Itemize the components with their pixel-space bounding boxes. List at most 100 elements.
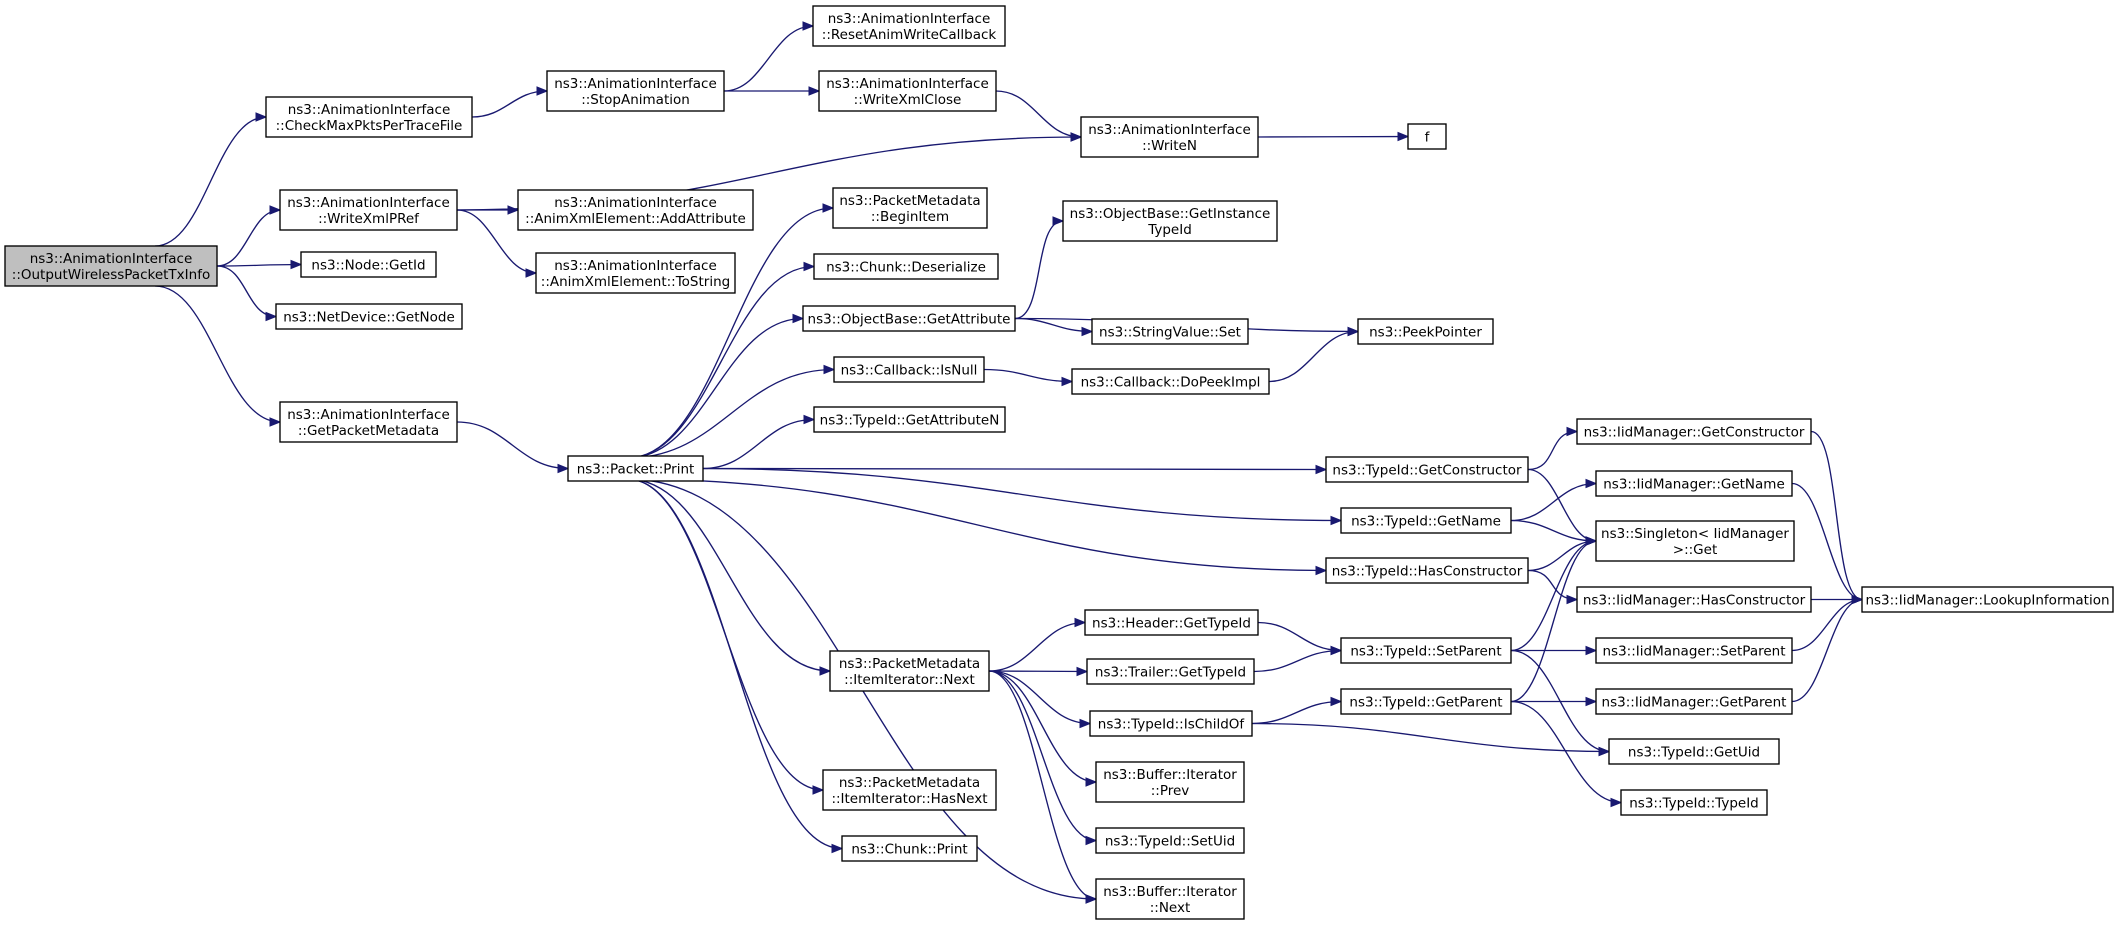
node-stringvalueset[interactable]: ns3::StringValue::Set (1091, 318, 1249, 345)
node-tid-getname[interactable]: ns3::TypeId::GetName (1340, 507, 1512, 534)
node-box-writen[interactable] (1080, 116, 1259, 158)
arrowhead-root-to-netdevgetnode (265, 311, 278, 322)
edge-packetprint-to-tid-getconstructor (702, 467, 1327, 471)
node-box-callbackisnull[interactable] (833, 356, 985, 383)
node-headergettypeid[interactable]: ns3::Header::GetTypeId (1084, 609, 1259, 636)
node-box-stopanimation[interactable] (546, 70, 725, 112)
node-box-buffernext[interactable] (1095, 878, 1245, 920)
node-tid-setuid[interactable]: ns3::TypeId::SetUid (1095, 827, 1245, 854)
node-dopeekimpl[interactable]: ns3::Callback::DoPeekImpl (1071, 368, 1270, 395)
node-box-tid-ischildof[interactable] (1089, 710, 1253, 737)
node-box-tid-setuid[interactable] (1095, 827, 1245, 854)
node-box-packetprint[interactable] (567, 455, 704, 482)
node-nodegetid[interactable]: ns3::Node::GetId (300, 251, 437, 278)
node-box-getpacketmetadata[interactable] (279, 401, 458, 443)
node-box-stringvalueset[interactable] (1091, 318, 1249, 345)
node-packetprint[interactable]: ns3::Packet::Print (567, 455, 704, 482)
node-label-tid-getconstructor-0: ns3::TypeId::GetConstructor (1332, 463, 1522, 479)
node-box-dopeekimpl[interactable] (1071, 368, 1270, 395)
node-bufferprev[interactable]: ns3::Buffer::Iterator::Prev (1095, 761, 1245, 803)
node-box-tid-typeid[interactable] (1620, 789, 1768, 816)
node-tid-getparent[interactable]: ns3::TypeId::GetParent (1340, 688, 1512, 715)
node-box-netdevgetnode[interactable] (275, 303, 463, 330)
node-chunkprint[interactable]: ns3::Chunk::Print (841, 835, 978, 862)
node-box-singletonget[interactable] (1595, 520, 1795, 562)
node-box-tid-getparent[interactable] (1340, 688, 1512, 715)
node-f[interactable]: f (1407, 123, 1447, 150)
node-box-getattribute[interactable] (802, 305, 1016, 332)
node-box-lookupinformation[interactable] (1861, 586, 2114, 613)
node-box-chunkdeserialize[interactable] (813, 253, 999, 280)
node-box-tid-getname[interactable] (1340, 507, 1512, 534)
edge-itemnext-to-bufferprev (988, 670, 1097, 783)
node-iid-getconstructor[interactable]: ns3::IidManager::GetConstructor (1576, 418, 1812, 445)
node-iid-hasconstructor[interactable]: ns3::IidManager::HasConstructor (1576, 586, 1812, 613)
node-iid-setparent[interactable]: ns3::IidManager::SetParent (1595, 637, 1793, 664)
node-getattributen[interactable]: ns3::TypeId::GetAttributeN (813, 406, 1006, 433)
node-tostring[interactable]: ns3::AnimationInterface::AnimXmlElement:… (535, 252, 736, 294)
node-root[interactable]: ns3::AnimationInterface::OutputWirelessP… (4, 245, 218, 287)
node-peekpointer[interactable]: ns3::PeekPointer (1357, 318, 1494, 345)
node-callbackisnull[interactable]: ns3::Callback::IsNull (833, 356, 985, 383)
node-writexmlpref[interactable]: ns3::AnimationInterface::WriteXmlPRef (279, 189, 458, 231)
node-box-headergettypeid[interactable] (1084, 609, 1259, 636)
node-box-tid-getuid[interactable] (1608, 738, 1780, 765)
node-box-iid-getparent[interactable] (1595, 688, 1793, 715)
node-box-tid-getconstructor[interactable] (1325, 456, 1529, 483)
node-box-nodegetid[interactable] (300, 251, 437, 278)
node-box-trailergettypeid[interactable] (1086, 658, 1255, 685)
node-box-root[interactable] (4, 245, 218, 287)
node-trailergettypeid[interactable]: ns3::Trailer::GetTypeId (1086, 658, 1255, 685)
node-itemnext[interactable]: ns3::PacketMetadata::ItemIterator::Next (829, 650, 990, 692)
node-box-tostring[interactable] (535, 252, 736, 294)
node-box-tid-setparent[interactable] (1340, 637, 1512, 664)
node-tid-getconstructor[interactable]: ns3::TypeId::GetConstructor (1325, 456, 1529, 483)
node-box-resetanim[interactable] (812, 5, 1006, 47)
edge-iid-getparent-to-lookupinformation (1791, 598, 1863, 703)
node-tid-setparent[interactable]: ns3::TypeId::SetParent (1340, 637, 1512, 664)
node-beginitem[interactable]: ns3::PacketMetadata::BeginItem (832, 187, 988, 229)
node-iid-getname[interactable]: ns3::IidManager::GetName (1595, 470, 1793, 497)
node-box-itemhasnext[interactable] (822, 769, 997, 811)
node-writexmlclose[interactable]: ns3::AnimationInterface::WriteXmlClose (818, 70, 997, 112)
node-box-peekpointer[interactable] (1357, 318, 1494, 345)
node-box-itemnext[interactable] (829, 650, 990, 692)
node-box-getattributen[interactable] (813, 406, 1006, 433)
node-chunkdeserialize[interactable]: ns3::Chunk::Deserialize (813, 253, 999, 280)
node-getattribute[interactable]: ns3::ObjectBase::GetAttribute (802, 305, 1016, 332)
node-box-iid-hasconstructor[interactable] (1576, 586, 1812, 613)
node-box-chunkprint[interactable] (841, 835, 978, 862)
node-box-iid-setparent[interactable] (1595, 637, 1793, 664)
node-stopanimation[interactable]: ns3::AnimationInterface::StopAnimation (546, 70, 725, 112)
node-box-iid-getname[interactable] (1595, 470, 1793, 497)
node-addattribute[interactable]: ns3::AnimationInterface::AnimXmlElement:… (517, 189, 754, 231)
node-tid-ischildof[interactable]: ns3::TypeId::IsChildOf (1089, 710, 1253, 737)
node-getpacketmetadata[interactable]: ns3::AnimationInterface::GetPacketMetada… (279, 401, 458, 443)
node-box-writexmlclose[interactable] (818, 70, 997, 112)
edge-dopeekimpl-to-peekpointer (1268, 330, 1359, 383)
node-box-writexmlpref[interactable] (279, 189, 458, 231)
node-itemhasnext[interactable]: ns3::PacketMetadata::ItemIterator::HasNe… (822, 769, 997, 811)
node-tid-hasconstructor[interactable]: ns3::TypeId::HasConstructor (1325, 557, 1529, 584)
edge-tid-getparent-to-tid-typeid (1510, 700, 1622, 804)
node-box-f[interactable] (1407, 123, 1447, 150)
node-box-tid-hasconstructor[interactable] (1325, 557, 1529, 584)
node-box-checkmax[interactable] (265, 96, 473, 138)
node-netdevgetnode[interactable]: ns3::NetDevice::GetNode (275, 303, 463, 330)
node-singletonget[interactable]: ns3::Singleton< IidManager>::Get (1595, 520, 1795, 562)
node-tid-typeid[interactable]: ns3::TypeId::TypeId (1620, 789, 1768, 816)
node-checkmax[interactable]: ns3::AnimationInterface::CheckMaxPktsPer… (265, 96, 473, 138)
node-buffernext[interactable]: ns3::Buffer::Iterator::Next (1095, 878, 1245, 920)
node-box-addattribute[interactable] (517, 189, 754, 231)
node-box-beginitem[interactable] (832, 187, 988, 229)
node-tid-getuid[interactable]: ns3::TypeId::GetUid (1608, 738, 1780, 765)
node-box-getinstancetypeid[interactable] (1062, 200, 1278, 242)
node-box-bufferprev[interactable] (1095, 761, 1245, 803)
node-lookupinformation[interactable]: ns3::IidManager::LookupInformation (1861, 586, 2114, 613)
node-resetanim[interactable]: ns3::AnimationInterface::ResetAnimWriteC… (812, 5, 1006, 47)
edge-itemnext-to-tid-setuid (988, 670, 1097, 842)
node-iid-getparent[interactable]: ns3::IidManager::GetParent (1595, 688, 1793, 715)
node-box-iid-getconstructor[interactable] (1576, 418, 1812, 445)
node-writen[interactable]: ns3::AnimationInterface::WriteN (1080, 116, 1259, 158)
